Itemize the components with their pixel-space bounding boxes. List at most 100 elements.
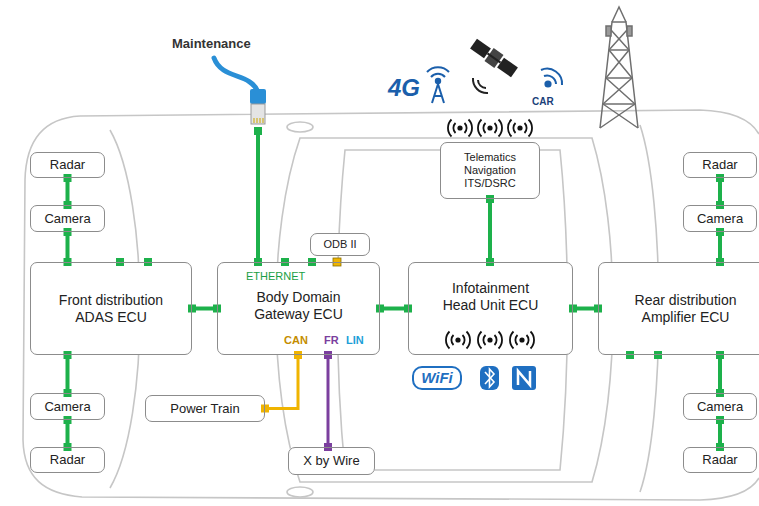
camera-box: Camera — [30, 205, 105, 232]
text-slot: Power Train — [170, 401, 239, 417]
port-square — [716, 351, 724, 359]
radio-wave-icons-part — [478, 120, 502, 137]
box-ground — [30, 393, 105, 420]
port-square — [294, 351, 302, 359]
node-label: Camera — [697, 399, 743, 415]
label-text: 4G — [388, 74, 420, 101]
car-outline — [23, 110, 759, 500]
car2x-label: CAR — [532, 91, 554, 109]
node-label: Radar — [702, 452, 737, 468]
satellite-icon-part — [473, 78, 488, 93]
node-label: Infotainment Head Unit ECU — [436, 280, 546, 314]
node-label: Camera — [44, 399, 90, 415]
radar-box: Radar — [683, 447, 757, 473]
radio-wave-icons — [446, 120, 534, 349]
box-ground — [288, 447, 375, 475]
port-square — [261, 405, 269, 413]
radar-box: Radar — [30, 447, 105, 473]
antenna-4g-icon — [427, 67, 449, 103]
satellite-icon-part-part — [484, 48, 503, 68]
node-label: LIN — [346, 334, 364, 347]
text-slot: LIN — [346, 334, 364, 347]
camera-box: Camera — [30, 393, 105, 420]
network-logo: 4G — [388, 74, 420, 102]
port-square — [716, 228, 724, 236]
port-square — [64, 416, 72, 424]
cell-tower-part — [600, 22, 638, 128]
text-slot: X by Wire — [303, 453, 359, 469]
icons — [116, 7, 662, 390]
port-squares-part — [654, 351, 662, 359]
text-slot: Front distribution ADAS ECU — [46, 292, 176, 326]
nfc-icon-part — [512, 366, 536, 390]
node-label: Camera — [44, 211, 90, 227]
satellite-icon-part-part — [487, 53, 500, 62]
port-square — [324, 351, 332, 359]
ecu-box: Rear distribution Amplifier ECU — [598, 262, 759, 355]
car2x-icon — [541, 69, 562, 87]
bluetooth-icon-part — [485, 369, 494, 387]
box-ground — [683, 205, 757, 232]
node-label: X by Wire — [303, 453, 359, 469]
port-square — [716, 174, 724, 182]
cell-tower-part — [627, 26, 632, 36]
antenna-4g-icon-part — [436, 79, 440, 83]
port-square — [716, 416, 724, 424]
radio-wave-icons-part — [448, 120, 472, 137]
text-slot: Camera — [44, 211, 90, 227]
bus-connector — [718, 420, 722, 447]
cell-tower — [600, 7, 638, 128]
maintenance-cable-part — [254, 118, 263, 123]
label-text: CAR — [532, 96, 554, 107]
port-square — [188, 305, 196, 313]
maintenance-cable-part — [250, 89, 266, 104]
text-slot: Radar — [50, 452, 85, 468]
port-square — [569, 305, 577, 313]
cell-tower-part — [612, 7, 626, 22]
satellite-icon — [469, 37, 519, 93]
satellite-icon-part-part — [470, 39, 491, 59]
car2x-icon-part — [545, 81, 550, 86]
car-mirror — [287, 487, 313, 497]
text-slot: Camera — [44, 399, 90, 415]
satellite-icon-part-part — [497, 58, 518, 78]
antenna-4g-icon-part — [432, 84, 444, 103]
bus-connector — [488, 199, 492, 262]
bus-connector — [380, 307, 408, 311]
bus-connector — [66, 420, 70, 447]
text-slot: Camera — [697, 399, 743, 415]
maintenance-cable-part — [251, 104, 265, 124]
box-ground — [217, 262, 380, 355]
camera-box: Camera — [683, 205, 757, 232]
text-slot: Telematics Navigation ITS/DSRC — [451, 151, 529, 191]
radar-box: Radar — [683, 152, 757, 178]
port-square — [376, 305, 384, 313]
maintenance-label: Maintenance — [172, 34, 251, 52]
node-label: Power Train — [170, 401, 239, 417]
port-square — [64, 228, 72, 236]
node-label: Front distribution ADAS ECU — [46, 292, 176, 326]
box-ground — [310, 233, 370, 256]
ecu-box: Infotainment Head Unit ECU — [408, 262, 573, 355]
port-squares — [116, 258, 662, 359]
bus-connector — [265, 355, 298, 409]
radio-wave-icons-part — [446, 332, 470, 349]
box-ground — [30, 205, 105, 232]
telematics-box: Telematics Navigation ITS/DSRC — [440, 142, 540, 199]
node-label: Radar — [50, 157, 85, 173]
port-square — [64, 174, 72, 182]
box-ground — [145, 395, 265, 422]
text-slot: Rear distribution Amplifier ECU — [623, 292, 748, 326]
node-label: Radar — [702, 157, 737, 173]
text-slot: Infotainment Head Unit ECU — [436, 280, 546, 314]
wifi-logo: WiFi — [412, 366, 462, 390]
node-label: FR — [324, 334, 339, 347]
box-grounds — [30, 142, 759, 475]
camera-box: Camera — [683, 393, 757, 420]
nfc-icon — [512, 366, 536, 390]
bluetooth-icon-part — [480, 366, 499, 390]
node-label: Rear distribution Amplifier ECU — [623, 292, 748, 326]
